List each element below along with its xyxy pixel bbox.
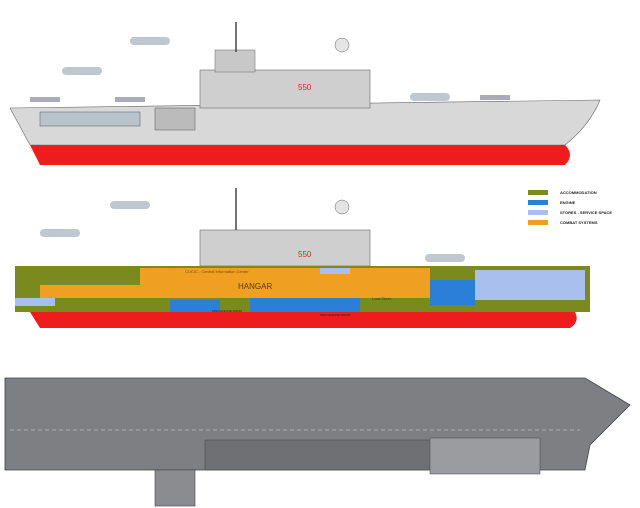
aircraft	[30, 97, 60, 102]
island	[199, 69, 371, 109]
island	[199, 229, 371, 267]
hull-number: 550	[298, 83, 312, 92]
helicopter	[110, 201, 150, 209]
helicopter	[410, 93, 450, 101]
radar-dome	[334, 37, 350, 53]
legend-swatch-accommodation	[528, 190, 548, 195]
side-profile: 550	[9, 22, 601, 165]
hull-number: 550	[298, 250, 312, 259]
island-plan	[429, 437, 541, 475]
legend-label: COMBAT SYSTEMS	[560, 220, 598, 225]
keel	[30, 145, 570, 165]
keel	[30, 312, 577, 328]
legend-label: ACCOMMODATION	[560, 190, 597, 195]
legend-swatch-engine	[528, 200, 548, 205]
flight-deck-plan	[4, 377, 631, 507]
stores-zone	[475, 270, 585, 300]
radar-dome	[334, 199, 350, 215]
helicopter	[425, 254, 465, 262]
cic-label: COCIC - Central Information Center	[185, 269, 249, 274]
engine-zone	[170, 300, 220, 312]
stores-label: Local Stores	[372, 297, 392, 301]
legend-swatch-stores	[528, 210, 548, 215]
elevator-opening	[154, 107, 196, 131]
engine-zone	[250, 298, 360, 312]
helicopter	[130, 37, 170, 45]
helicopter	[62, 67, 102, 75]
stores-zone	[15, 298, 55, 306]
aircraft	[115, 97, 145, 102]
hangar-label: HANGAR	[238, 282, 272, 291]
aircraft	[480, 95, 510, 100]
legend-label: STORES - SERVICE SPACE	[560, 210, 612, 215]
combat-systems-zone	[140, 268, 430, 298]
hangar-windows	[39, 111, 141, 127]
stores-zone	[320, 268, 350, 274]
cutaway-profile: 550 COCIC - Central Information Center H…	[15, 188, 590, 328]
elevator	[154, 469, 196, 507]
engine-label: MAIN ENGINE ROOM	[212, 309, 243, 313]
engine-label: MAIN ENGINE ROOM	[320, 313, 351, 317]
legend-swatch-combat	[528, 220, 548, 225]
combat-systems-zone	[40, 285, 140, 298]
legend-label: ENGINE	[560, 200, 576, 205]
island-upper	[214, 49, 256, 73]
legend: ACCOMMODATION ENGINE STORES - SERVICE SP…	[528, 190, 612, 225]
engine-zone	[430, 280, 475, 305]
helicopter	[40, 229, 80, 237]
